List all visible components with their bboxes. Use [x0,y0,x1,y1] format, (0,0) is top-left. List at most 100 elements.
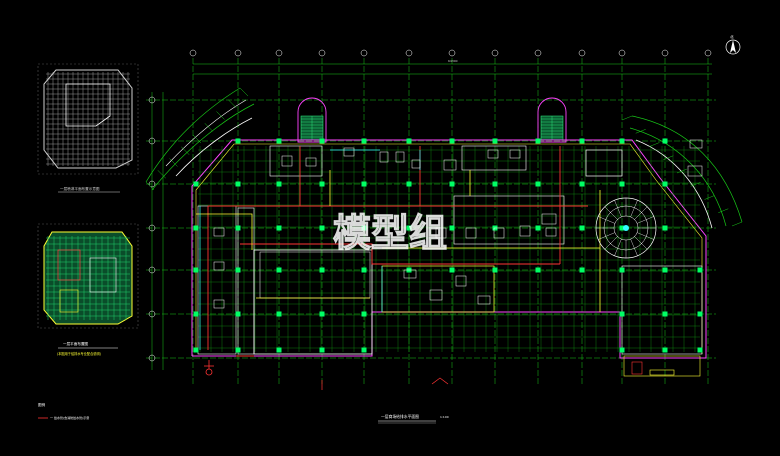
column-marker [319,181,325,187]
inset-sprinkler-plan [37,63,139,175]
main-caption: 一层商场给排水平面图 [381,414,419,419]
fixture [519,225,531,237]
column-marker [319,225,325,231]
column-marker [662,181,668,187]
column-marker [319,267,325,273]
column-marker [276,347,282,353]
fixture [541,213,557,225]
axis-bubble [704,49,712,57]
axis-bubble [148,137,156,145]
right-stair-tower [537,97,567,143]
column-marker [361,225,367,231]
column-marker [319,347,325,353]
north-arrow [725,39,741,55]
structural-columns [193,138,703,353]
column-marker [193,267,199,273]
column-marker [662,311,668,317]
column-marker [235,181,241,187]
fixture [379,151,389,163]
section-marks [321,377,449,390]
column-marker [535,267,541,273]
column-marker [406,225,412,231]
fixture [343,147,355,157]
axis-bubble [618,49,626,57]
left-stair-tower [297,97,327,143]
column-marker [535,138,541,144]
fixture [455,275,467,287]
column-marker [193,225,199,231]
fixture [443,159,457,171]
overall-dimension: 64300 [448,59,458,63]
axis-bubble [578,49,586,57]
column-marker [619,138,625,144]
column-marker [319,138,325,144]
column-marker [193,311,199,317]
column-marker [579,267,585,273]
axis-bubble [360,49,368,57]
fixture [395,151,405,163]
axis-bubble [189,49,197,57]
column-marker [619,181,625,187]
red-supply-pipes [207,146,588,357]
legend-title: 图例 [38,402,46,407]
column-marker [535,225,541,231]
fixture [465,227,477,239]
fixture [509,149,521,159]
axis-bubble [148,96,156,104]
column-marker [492,181,498,187]
column-marker [662,138,668,144]
fixture [411,159,421,169]
axis-bubble [318,49,326,57]
axis-bubble [534,49,542,57]
column-marker [193,347,199,353]
fixture [281,155,293,167]
column-marker [449,267,455,273]
fixture [545,227,557,237]
column-marker [619,347,625,353]
fixture [477,295,491,305]
column-marker [697,311,703,317]
axis-bubble [148,266,156,274]
column-marker [235,347,241,353]
inset-bottom-caption: 一层平面布置图 [63,341,89,346]
fixture [403,269,417,279]
column-marker [492,138,498,144]
column-marker [449,181,455,187]
floor-tile-grid [198,146,700,352]
column-marker [276,181,282,187]
fixture [487,149,499,159]
axis-bubble [148,224,156,232]
column-marker [235,311,241,317]
column-marker [697,347,703,353]
column-marker [449,138,455,144]
column-marker [193,181,199,187]
fixture [213,261,225,271]
rotunda-feature [595,197,657,259]
cyan-pipes [199,149,421,350]
axis-bubble [448,49,456,57]
column-marker [276,267,282,273]
column-marker [361,181,367,187]
column-marker [235,267,241,273]
column-marker [361,138,367,144]
fixture [213,299,225,309]
column-marker [579,138,585,144]
column-marker [579,181,585,187]
column-marker [319,311,325,317]
column-marker [535,181,541,187]
fixture [689,139,703,149]
axis-bubble [148,354,156,362]
axis-bubble [148,180,156,188]
fixture [687,165,703,177]
axis-bubble [148,310,156,318]
column-marker [361,267,367,273]
fixture [435,227,447,239]
column-marker [662,225,668,231]
fixture [305,157,317,167]
column-marker [235,138,241,144]
axis-bubble [275,49,283,57]
fixture [493,227,505,239]
column-marker [662,267,668,273]
column-marker [361,347,367,353]
